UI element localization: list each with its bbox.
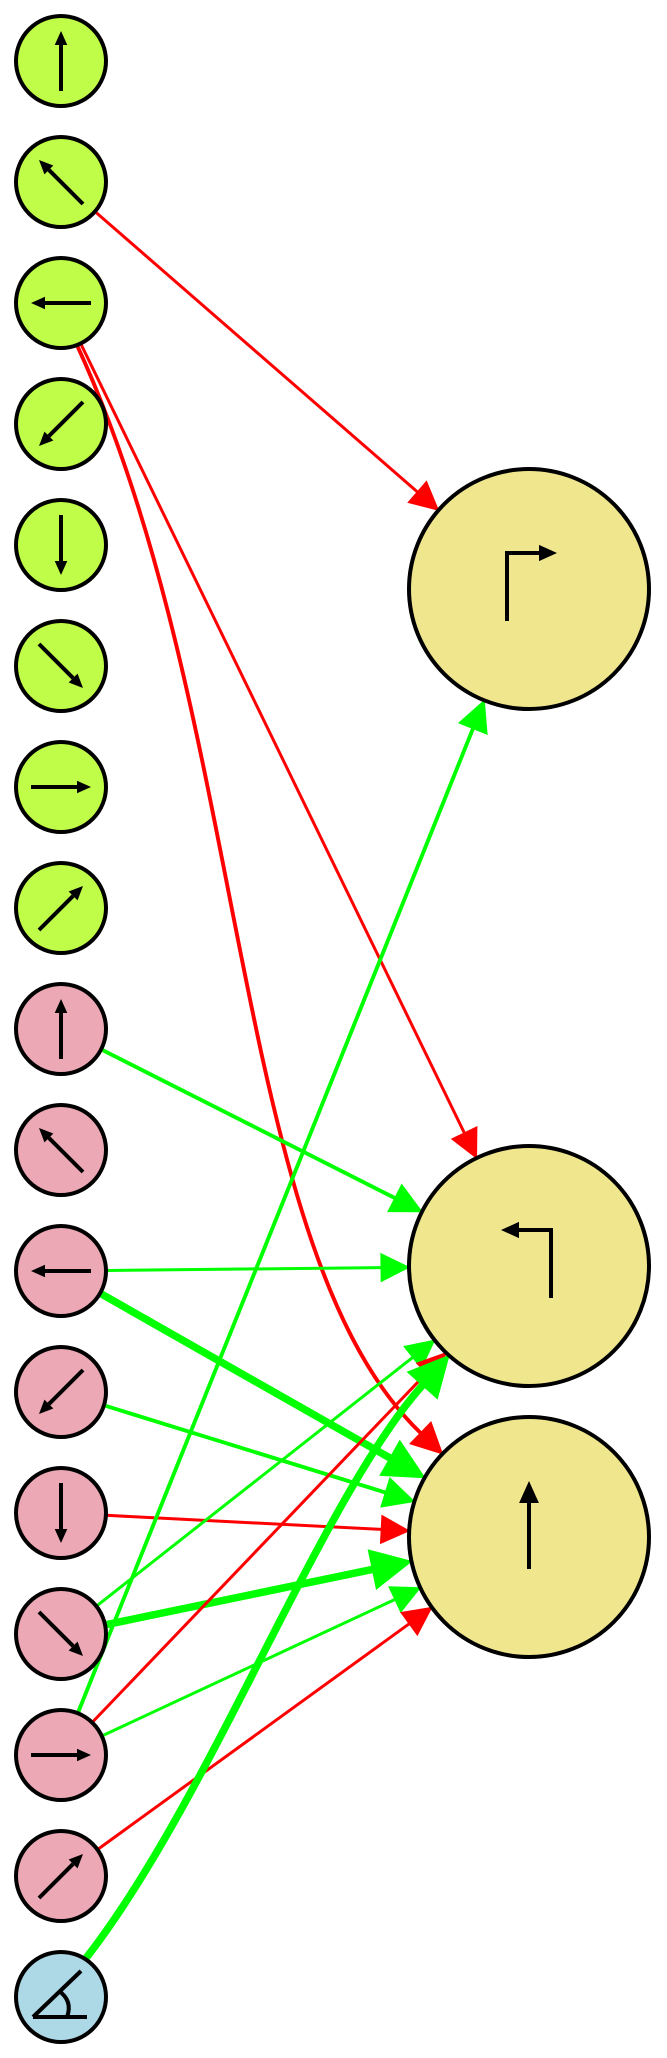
arrow-up-left-icon: [39, 160, 85, 206]
arrow-left-icon: [31, 296, 91, 310]
input-node-a-up: [14, 14, 108, 108]
edge-line: [100, 1047, 396, 1200]
edge-line: [75, 727, 475, 1714]
edge-arrowhead: [400, 1606, 433, 1637]
input-node-a-right: [14, 740, 108, 834]
edge-arrowhead: [409, 1420, 444, 1455]
edge-line: [75, 344, 422, 1435]
edge-b-left-to-turn-left: [105, 1252, 411, 1283]
input-node-b-down-right: [14, 1587, 108, 1681]
edge-arrowhead: [388, 1586, 422, 1614]
edge-line: [105, 1266, 382, 1273]
edge-arrowhead: [450, 1125, 478, 1160]
angle-icon: [31, 1969, 87, 2019]
arrow-down-icon: [54, 1483, 68, 1543]
edge-arrowhead: [367, 1549, 413, 1590]
arrow-up-icon: [54, 999, 68, 1059]
node-circle: [407, 467, 651, 711]
edge-b-down-to-forward: [105, 1513, 411, 1545]
edge-arrowhead: [457, 699, 488, 736]
arrow-down-left-icon: [39, 1368, 85, 1414]
edge-arrowhead: [403, 1339, 436, 1370]
edge-a-left-to-turn-left: [79, 342, 478, 1160]
edge-line: [105, 1513, 382, 1531]
forward-arrow-icon: [519, 1481, 539, 1569]
input-node-a-down-right: [14, 619, 108, 713]
turn-right-icon: [505, 544, 557, 621]
edge-arrowhead: [407, 480, 440, 511]
edge-arrowhead: [387, 1183, 423, 1213]
edge-line: [82, 1382, 426, 1962]
edge-b-right-to-forward: [101, 1586, 422, 1738]
edge-b-down-right-to-forward: [104, 1549, 413, 1629]
input-node-c-angle: [14, 1950, 108, 2044]
arrow-left-icon: [31, 1264, 91, 1278]
edge-line: [91, 1371, 428, 1724]
arrow-right-icon: [31, 780, 91, 794]
input-node-b-up: [14, 982, 108, 1076]
arrow-up-left-icon: [39, 1128, 85, 1174]
input-node-a-down-left: [14, 377, 108, 471]
input-node-b-up-right: [14, 1829, 108, 1923]
arrow-up-right-icon: [37, 886, 83, 932]
input-node-b-down-left: [14, 1345, 108, 1439]
edge-b-right-to-turn-right: [75, 699, 488, 1714]
edge-arrowhead: [380, 1477, 416, 1508]
arrow-up-icon: [54, 31, 68, 91]
connections-layer: [75, 210, 488, 1962]
edge-line: [96, 1622, 411, 1851]
edge-line: [104, 1565, 374, 1629]
edge-arrowhead: [379, 1514, 411, 1545]
output-node-turn-right: [407, 467, 651, 711]
input-node-b-left: [14, 1224, 108, 1318]
input-node-a-left: [14, 256, 108, 350]
edge-b-left-to-forward: [98, 1289, 426, 1479]
edge-line: [95, 1356, 414, 1608]
arrow-right-icon: [31, 1748, 91, 1762]
input-node-a-up-left: [14, 135, 108, 229]
edge-b-up-to-turn-left: [100, 1047, 423, 1213]
edge-b-down-left-to-forward: [103, 1403, 416, 1508]
arrow-down-right-icon: [37, 642, 83, 688]
input-node-b-right: [14, 1708, 108, 1802]
arrow-up-right-icon: [37, 1854, 83, 1900]
input-node-b-up-left: [14, 1103, 108, 1197]
edge-line: [101, 1598, 396, 1738]
output-node-forward: [407, 1415, 651, 1659]
edge-line: [93, 210, 419, 494]
turn-left-icon: [501, 1221, 553, 1298]
output-node-turn-left: [407, 1144, 651, 1388]
edge-arrowhead: [379, 1439, 426, 1479]
edge-line: [103, 1403, 386, 1495]
input-node-b-down: [14, 1466, 108, 1560]
edge-arrowhead: [406, 1354, 450, 1400]
edge-arrowhead: [380, 1252, 411, 1283]
edge-b-up-right-to-forward: [96, 1606, 433, 1851]
input-node-a-down: [14, 498, 108, 592]
edge-line: [79, 342, 466, 1134]
edge-line: [98, 1289, 392, 1462]
input-node-a-up-right: [14, 861, 108, 955]
edge-a-up-left-to-turn-right: [93, 210, 440, 511]
nodes-layer: [14, 14, 651, 2044]
node-circle: [407, 1144, 651, 1388]
arrow-down-right-icon: [37, 1610, 83, 1656]
arrow-down-left-icon: [39, 400, 85, 446]
edge-a-left-to-forward: [75, 344, 444, 1455]
arrow-down-icon: [54, 515, 68, 575]
edge-c-angle-to-turn-left: [82, 1354, 450, 1962]
node-circle: [14, 1950, 108, 2044]
edge-b-down-right-to-turn-left: [95, 1339, 436, 1608]
